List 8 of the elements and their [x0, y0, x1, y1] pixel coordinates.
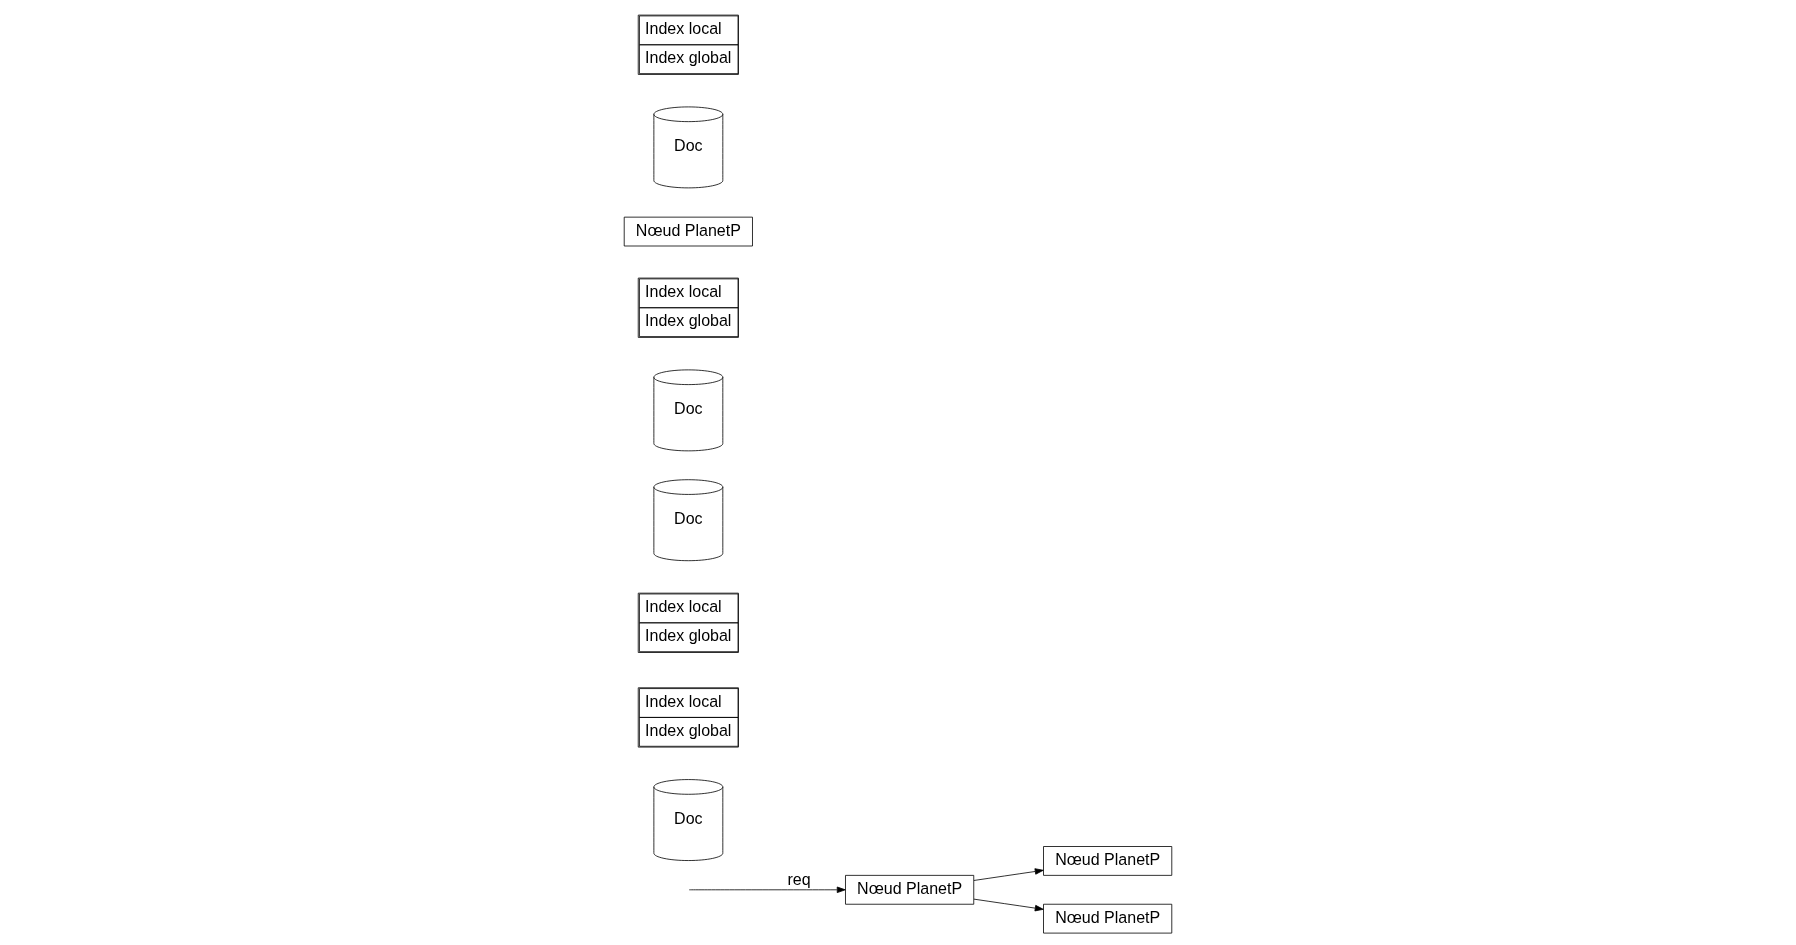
arrow	[688, 886, 846, 893]
node-box: Nœud PlanetP	[845, 874, 975, 905]
node-box: Nœud PlanetP	[623, 216, 753, 247]
arrow	[973, 868, 1044, 881]
node-box: Nœud PlanetP	[1043, 903, 1173, 934]
node-box: Nœud PlanetP	[1043, 846, 1173, 876]
arrow	[973, 898, 1044, 912]
edge-label: req	[787, 869, 811, 888]
